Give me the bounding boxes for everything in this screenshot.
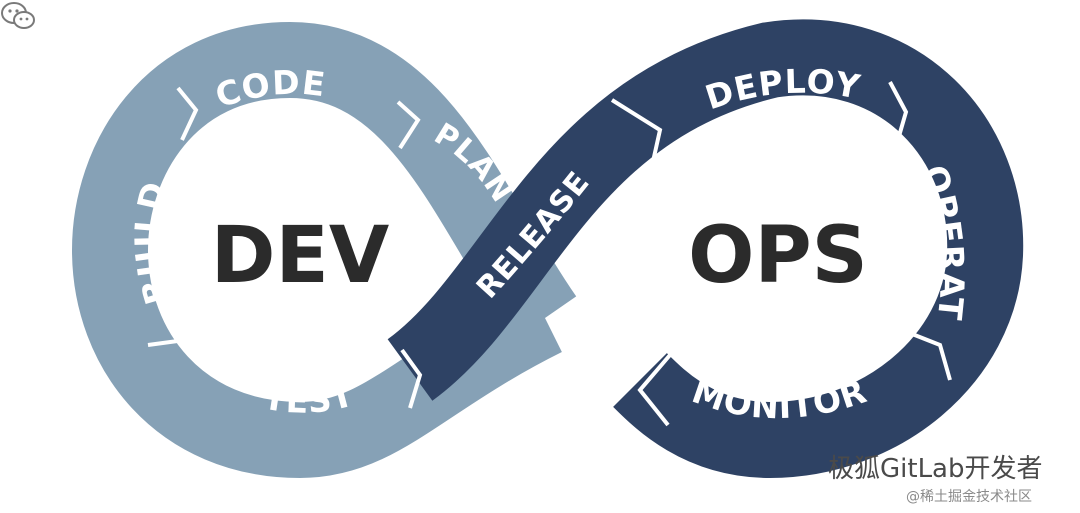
core-label-ops: OPS: [688, 211, 868, 301]
separator-build-test: [147, 337, 212, 374]
stage-label-test: TEST: [261, 374, 358, 420]
ops-loop-band: [386, 19, 1024, 479]
core-label-dev: DEV: [211, 211, 389, 301]
separator-deploy-operate: [888, 81, 909, 151]
wechat-icon: [1, 2, 35, 29]
dev-separators: [147, 86, 423, 409]
separator-monitor-end: [637, 353, 672, 427]
watermark-subtitle: @稀土掘金技术社区: [906, 489, 1032, 505]
ops-separators: [610, 81, 952, 427]
ops-loop: [386, 19, 1024, 479]
separator-release-deploy: [610, 98, 663, 176]
separator-code-build: [176, 86, 199, 141]
watermark-title: 极狐GitLab开发者: [828, 454, 1043, 484]
separator-test-release: [400, 348, 423, 409]
separator-plan-code: [396, 100, 421, 150]
separator-operate-monitor: [901, 328, 952, 381]
stage-label-build: BUILD: [127, 178, 177, 309]
